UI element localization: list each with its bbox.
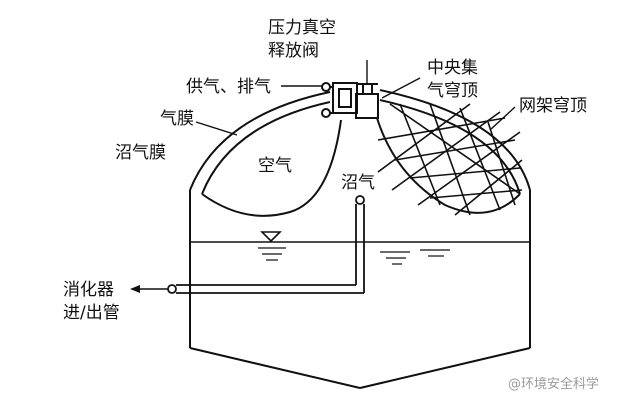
label-digester-pipe-1: 消化器: [63, 280, 114, 300]
label-membrane: 气膜: [160, 109, 194, 129]
tank-body: [189, 190, 531, 389]
central-vault: [321, 82, 379, 119]
label-digester-pipe-2: 进/出管: [63, 303, 120, 323]
label-pressure-vacuum-valve-1: 压力真空: [268, 18, 336, 38]
label-biogas: 沼气: [341, 173, 375, 193]
net-frame-dome: [376, 103, 523, 216]
label-air: 空气: [258, 156, 292, 176]
watermark: @环境安全科学: [508, 376, 599, 392]
digester-pipe: [130, 195, 365, 294]
label-central-vault-2: 气穹顶: [427, 81, 478, 101]
label-supply-exhaust: 供气、排气: [186, 77, 271, 97]
label-pressure-vacuum-valve-2: 释放阀: [268, 41, 319, 61]
liquid-level: [190, 231, 530, 265]
label-net-frame-dome: 网架穹顶: [519, 96, 587, 116]
biogas-membrane-left: [201, 119, 342, 217]
label-biogas-membrane: 沼气膜: [115, 143, 166, 163]
label-central-vault-1: 中央集: [427, 58, 478, 78]
leader-lines: [195, 60, 516, 136]
outer-membrane-dome: [189, 89, 531, 195]
